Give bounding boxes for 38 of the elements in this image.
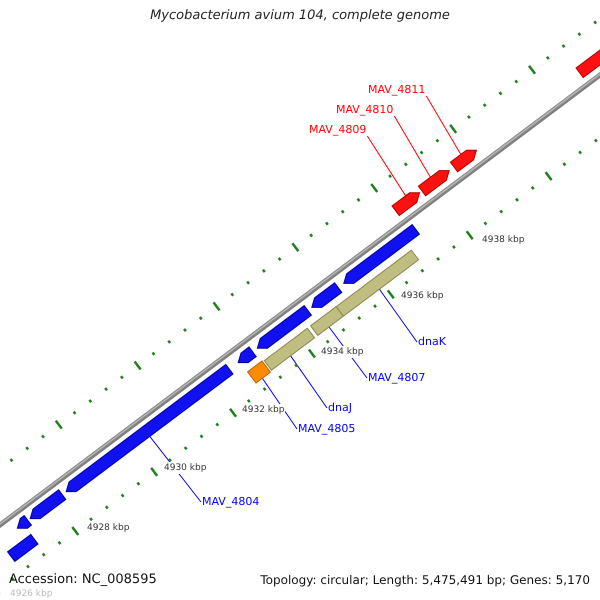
- gene-feature: [246, 360, 272, 384]
- gene-feature: [6, 534, 39, 562]
- gene-feature: [264, 328, 316, 371]
- gene-feature: [391, 192, 420, 216]
- gene-feature: [256, 304, 312, 349]
- gene-feature: [30, 489, 66, 520]
- leader-line: [426, 96, 462, 155]
- gene-label: dnaJ: [328, 402, 352, 414]
- gene-feature: [66, 364, 234, 492]
- gene-feature: [16, 514, 32, 529]
- scale-label: 4930 kbp: [163, 462, 208, 474]
- gene-feature: [343, 224, 420, 284]
- gene-label: dnaK: [418, 336, 446, 348]
- scale-label: 4926 kbp: [9, 588, 54, 600]
- gene-label: MAV_4807: [368, 372, 426, 384]
- gene-feature: [311, 282, 342, 308]
- gene-label: MAV_4811: [368, 84, 426, 96]
- genome-summary-text: Topology: circular; Length: 5,475,491 bp; Genes: 5,170: [260, 574, 590, 586]
- leader-line: [366, 136, 406, 196]
- gene-feature: [238, 346, 257, 364]
- gene-label: MAV_4810: [336, 104, 394, 116]
- gene-feature: [418, 170, 450, 196]
- gene-feature: [310, 306, 344, 336]
- scale-label: 4938 kbp: [481, 234, 526, 246]
- gene-feature: [450, 150, 478, 172]
- gene-label: MAV_4809: [309, 124, 366, 136]
- scale-label: 4932 kbp: [241, 404, 286, 416]
- gene-label: MAV_4805: [298, 423, 356, 435]
- leader-line: [290, 355, 328, 408]
- scale-label: 4934 kbp: [320, 346, 364, 358]
- leader-line: [394, 116, 431, 178]
- leader-line: [261, 376, 298, 430]
- title: Mycobacterium avium 104, complete genome: [149, 10, 451, 22]
- scale-label: 4936 kbp: [400, 290, 444, 302]
- accession-text: Accession: NC_008595: [9, 574, 157, 586]
- scale-label: 4928 kbp: [86, 522, 130, 534]
- gene-label: MAV_4804: [202, 496, 260, 508]
- leader-line: [378, 288, 418, 342]
